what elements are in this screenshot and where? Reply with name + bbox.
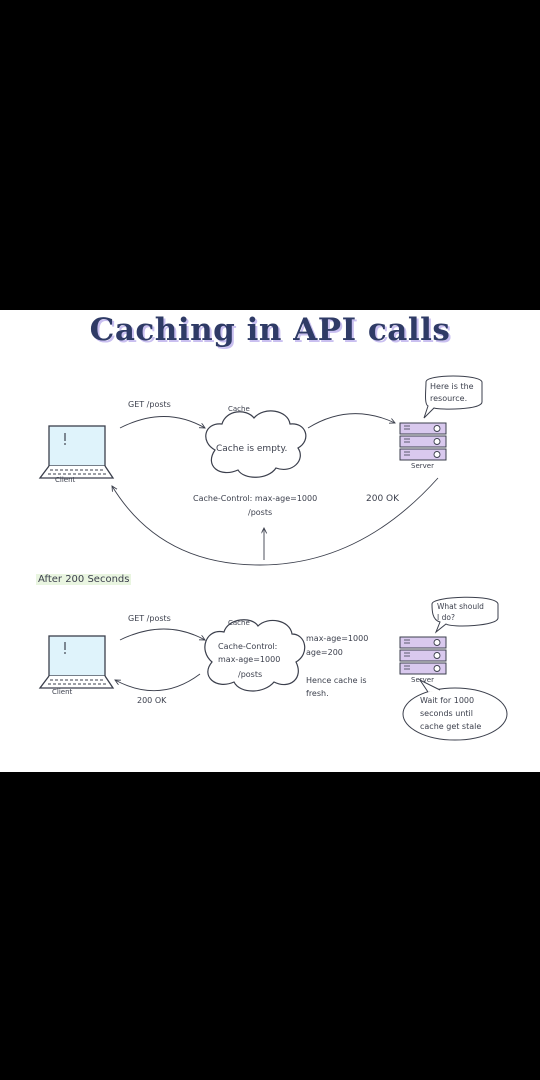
- response-label-2: 200 OK: [137, 696, 167, 705]
- response-status: 200 OK: [366, 494, 400, 504]
- cached-header-line3: /posts: [238, 670, 263, 679]
- cache-cloud-icon: [205, 410, 307, 478]
- client-laptop-icon: [38, 425, 115, 479]
- response-arrow-top: [112, 477, 439, 566]
- fresh-line1: Hence cache is: [306, 676, 367, 685]
- answer-line1: Wait for 1000: [420, 696, 475, 705]
- cache-label: Cache: [228, 405, 250, 413]
- request-arrow-top: [119, 416, 205, 429]
- server-icon-2: [399, 636, 447, 675]
- diagram-title: Caching in API calls: [89, 312, 451, 348]
- request-label: GET /posts: [128, 400, 171, 409]
- diagram-canvas: Caching in API calls GET /posts Cache Ca…: [0, 310, 540, 772]
- question-line2: I do?: [437, 613, 455, 622]
- fresh-line2: fresh.: [306, 689, 329, 698]
- cache-to-server-arrow: [307, 413, 395, 429]
- server-label: Server: [411, 462, 434, 470]
- server-bubble-line2: resource.: [430, 394, 468, 403]
- max-age-label: max-age=1000: [306, 634, 369, 643]
- diagram-graphics: [38, 375, 508, 741]
- cache-control-header: Cache-Control: max-age=1000: [193, 494, 318, 503]
- question-line1: What should: [437, 602, 484, 611]
- resource-path: /posts: [248, 508, 273, 517]
- client-laptop-icon-2: [38, 635, 115, 689]
- request-label-2: GET /posts: [128, 614, 171, 623]
- request-arrow-bottom: [119, 628, 205, 640]
- client-label: Client: [55, 476, 76, 484]
- answer-line3: cache get stale: [420, 722, 482, 731]
- answer-speech-bubble: [402, 687, 508, 741]
- question-speech-bubble: [431, 596, 499, 634]
- response-arrow-bottom: [115, 673, 201, 692]
- cached-header-line1: Cache-Control:: [218, 642, 278, 651]
- server-bubble-line1: Here is the: [430, 382, 474, 391]
- server-icon: [399, 422, 447, 461]
- section-divider-label: After 200 Seconds: [36, 574, 132, 585]
- cache-status-text: Cache is empty.: [216, 444, 288, 454]
- cache-cloud-icon-2: [204, 619, 306, 692]
- server-speech-bubble: [423, 375, 483, 419]
- client-label-2: Client: [52, 688, 73, 696]
- cached-header-line2: max-age=1000: [218, 655, 281, 664]
- server-label-2: Server: [411, 676, 434, 684]
- cache-label-2: Cache: [228, 619, 250, 627]
- age-label: age=200: [306, 648, 343, 657]
- answer-line2: seconds until: [420, 709, 473, 718]
- answer-bubble-tail: [418, 678, 441, 693]
